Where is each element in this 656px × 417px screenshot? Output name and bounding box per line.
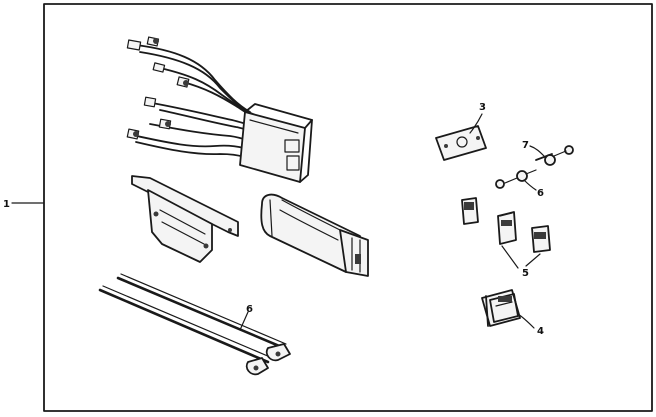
- callout-5-label: 5: [522, 268, 529, 279]
- connector-plugs: [126, 36, 190, 140]
- clips-part-5: [461, 197, 551, 253]
- cable-ties: [98, 273, 291, 376]
- callout-6-ties: 6: [239, 304, 253, 331]
- screw-part-7: [535, 145, 574, 166]
- mounting-bracket: [131, 175, 239, 263]
- callout-6-screws: 6: [523, 179, 544, 199]
- callout-3: 3: [469, 102, 486, 134]
- protective-boot: [260, 193, 369, 277]
- callout-6-ties-label: 6: [246, 304, 253, 315]
- callout-5: 5: [501, 245, 541, 279]
- callout-7-label: 7: [522, 140, 529, 151]
- holder-bracket: [481, 289, 521, 327]
- callout-6-screws-label: 6: [537, 188, 544, 199]
- wiring-harness: [126, 36, 313, 183]
- diagram-frame: [43, 3, 653, 412]
- clip-b: [497, 211, 517, 245]
- control-module: [239, 103, 313, 183]
- screw-part-6: [495, 169, 537, 189]
- gasket-plate: [435, 125, 487, 161]
- callout-7: 7: [522, 140, 545, 157]
- clip-a: [461, 197, 479, 225]
- callout-4-label: 4: [537, 326, 544, 337]
- callout-1: 1: [3, 199, 45, 210]
- callout-3-label: 3: [479, 102, 486, 113]
- callout-4: 4: [517, 313, 544, 337]
- clip-c: [531, 225, 551, 253]
- callout-1-label: 1: [3, 199, 10, 210]
